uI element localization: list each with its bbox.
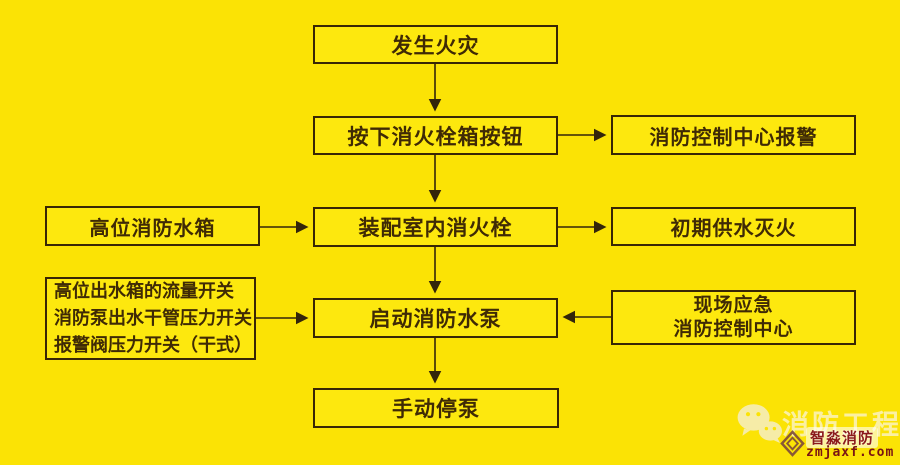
node-press-hydrant-button: 按下消火栓箱按钮 xyxy=(313,116,558,155)
node-pressure-flow-switches: 高位出水箱的流量开关 消防泵出水干管压力开关 报警阀压力开关（干式） xyxy=(45,277,256,360)
node-assemble-indoor-hydrant: 装配室内消火栓 xyxy=(313,207,558,247)
watermark: 消防工程 智淼消防 zmjaxf.com xyxy=(734,398,899,462)
switch-line-1: 高位出水箱的流量开关 xyxy=(54,281,234,301)
switch-line-3: 报警阀压力开关（干式） xyxy=(54,335,252,355)
emergency-line-2: 消防控制中心 xyxy=(673,318,794,340)
node-initial-water-supply: 初期供水灭火 xyxy=(611,207,856,246)
brand-website: zmjaxf.com xyxy=(806,445,895,460)
node-start-fire-pump: 启动消防水泵 xyxy=(313,298,558,338)
brand-name: 智淼消防 xyxy=(806,427,879,448)
node-control-center-alarm: 消防控制中心报警 xyxy=(611,115,856,155)
wechat-icon xyxy=(737,404,782,443)
node-fire-occurs: 发生火灾 xyxy=(313,25,558,64)
emergency-line-1: 现场应急 xyxy=(693,294,774,316)
node-manual-pump-stop: 手动停泵 xyxy=(313,388,559,428)
node-onsite-emergency-control-center: 现场应急 消防控制中心 xyxy=(611,290,856,345)
switch-line-2: 消防泵出水干管压力开关 xyxy=(54,308,252,328)
brand-diamond-logo xyxy=(780,430,805,457)
node-high-level-water-tank: 高位消防水箱 xyxy=(45,206,260,246)
